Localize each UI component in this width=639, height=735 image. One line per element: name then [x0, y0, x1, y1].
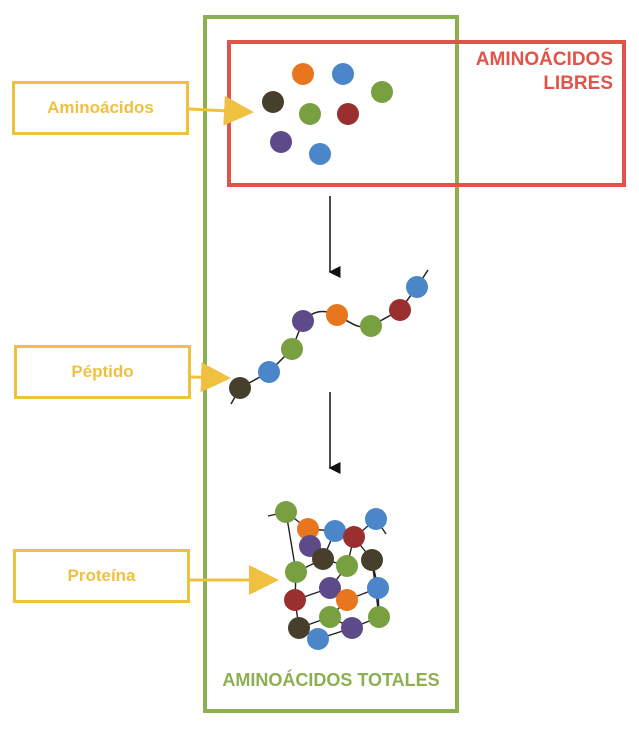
- amino-acid-dark: [288, 617, 310, 639]
- free-amino-acids-title: AMINOÁCIDOS LIBRES: [476, 48, 613, 96]
- amino-acid-dark: [262, 91, 284, 113]
- free-amino-acids: [262, 63, 393, 165]
- amino-acid-orange: [292, 63, 314, 85]
- amino-acid-blue: [307, 628, 329, 650]
- amino-acid-red: [389, 299, 411, 321]
- amino-acid-green: [299, 103, 321, 125]
- amino-acid-green: [281, 338, 303, 360]
- arrow-peptido: [190, 362, 231, 393]
- amino-acid-green: [368, 606, 390, 628]
- arrow-aminoacidos: [188, 95, 254, 126]
- amino-acid-blue: [406, 276, 428, 298]
- amino-acid-green: [336, 555, 358, 577]
- amino-acid-dark: [361, 549, 383, 571]
- amino-acid-dark: [229, 377, 251, 399]
- amino-acid-purple: [319, 577, 341, 599]
- label-peptido-text: Péptido: [71, 362, 134, 381]
- amino-acid-green: [360, 315, 382, 337]
- amino-acid-orange: [326, 304, 348, 326]
- amino-acid-blue: [258, 361, 280, 383]
- label-peptido: Péptido: [14, 345, 191, 399]
- label-proteina-text: Proteína: [67, 566, 136, 585]
- peptide-chain: [229, 269, 429, 405]
- amino-acid-red: [284, 589, 306, 611]
- label-aminoacidos: Aminoácidos: [12, 81, 189, 135]
- label-proteina: Proteína: [13, 549, 190, 603]
- amino-acid-blue: [367, 577, 389, 599]
- free-amino-title-line-1: AMINOÁCIDOS: [475, 49, 613, 70]
- amino-acid-blue: [365, 508, 387, 530]
- amino-acid-blue: [324, 520, 346, 542]
- protein-structure: [267, 501, 390, 650]
- amino-acid-orange: [297, 518, 319, 540]
- amino-acid-green: [319, 606, 341, 628]
- label-aminoacidos-text: Aminoácidos: [47, 98, 154, 117]
- amino-acid-blue: [309, 143, 331, 165]
- total-amino-acids-title: AMINOÁCIDOS TOTALES: [222, 670, 440, 690]
- amino-acid-purple: [270, 131, 292, 153]
- amino-acid-red: [343, 526, 365, 548]
- amino-acid-green: [371, 81, 393, 103]
- amino-acid-purple: [292, 310, 314, 332]
- amino-acid-dark: [312, 548, 334, 570]
- peptide-bond-line: [230, 269, 429, 405]
- free-amino-title-line-2: LIBRES: [543, 73, 613, 94]
- amino-acid-purple: [341, 617, 363, 639]
- amino-acid-red: [337, 103, 359, 125]
- amino-acid-green: [285, 561, 307, 583]
- amino-acid-orange: [336, 589, 358, 611]
- amino-acid-green: [275, 501, 297, 523]
- amino-acid-blue: [332, 63, 354, 85]
